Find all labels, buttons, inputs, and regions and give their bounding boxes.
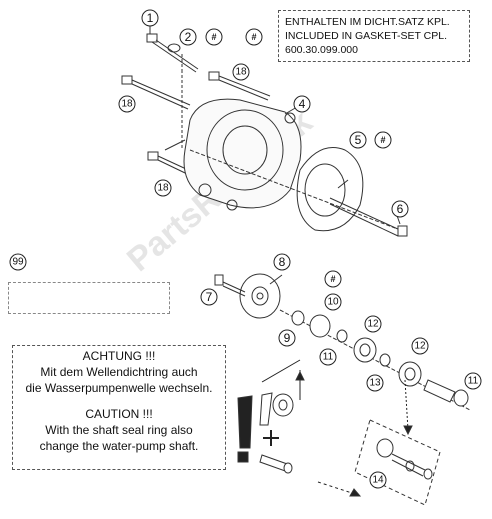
callout-18-bottom: 18 xyxy=(157,183,169,194)
callout-5-hash: # xyxy=(380,135,385,145)
callout-10: 10 xyxy=(327,297,339,308)
callout-5: 5 xyxy=(355,133,362,147)
seal-illustration xyxy=(237,392,294,474)
screw-part-1 xyxy=(146,33,199,73)
pump-cover-part-4 xyxy=(164,98,302,211)
gasket-part-5 xyxy=(296,147,364,232)
callout-11-a: 11 xyxy=(323,352,334,363)
screw-part-6 xyxy=(189,149,408,237)
callout-4: 4 xyxy=(299,97,306,111)
spacer-part-13 xyxy=(379,353,391,367)
ring-part-11b xyxy=(453,389,469,407)
callout-12-a: 12 xyxy=(367,319,379,330)
callout-13: 13 xyxy=(369,378,381,389)
callout-18-left: 18 xyxy=(121,99,133,110)
shaft-part xyxy=(423,379,456,403)
caution-de-line-1: Mit dem Wellendichtring auch xyxy=(40,365,198,379)
callout-1-circle xyxy=(141,9,159,27)
shaft-part-14-box xyxy=(354,419,441,506)
washer-part-9 xyxy=(291,310,305,326)
gasket-note-part-number: 600.30.099.000 xyxy=(285,44,358,56)
bearing-part-12b xyxy=(398,361,422,387)
impeller-part-8 xyxy=(239,273,281,319)
caution-en-title: CAUTION !!! xyxy=(85,407,153,421)
caution-en-line-2: change the water-pump shaft. xyxy=(39,439,199,453)
callout-18-top: 18 xyxy=(235,67,247,78)
callout-2: 2 xyxy=(185,30,192,44)
gasket-note-line-1: ENTHALTEN IM DICHT.SATZ KPL. xyxy=(285,16,450,28)
caution-note: ACHTUNG !!! Mit dem Wellendichtring auch… xyxy=(12,345,226,470)
callout-note-hash: # xyxy=(251,32,256,42)
bolt-part-18-left xyxy=(121,75,191,110)
caution-en-line-1: With the shaft seal ring also xyxy=(45,423,193,437)
gasket-note-line-2: INCLUDED IN GASKET-SET CPL. xyxy=(285,30,448,42)
callout-2-hash: # xyxy=(211,32,216,42)
callout-6: 6 xyxy=(397,202,404,216)
callout-12-b: 12 xyxy=(414,341,426,352)
bolt-part-18-top xyxy=(208,71,271,101)
callout-10-hash: # xyxy=(330,274,335,284)
callout-9: 9 xyxy=(284,331,291,345)
seal-part-10 xyxy=(309,314,331,338)
caution-de-line-2: die Wasserpumpenwelle wechseln. xyxy=(25,381,213,395)
caution-de-title: ACHTUNG !!! xyxy=(82,349,156,363)
callout-11-b: 11 xyxy=(468,376,479,387)
kit-contents-box xyxy=(8,282,170,314)
shaft-assembly xyxy=(279,309,471,411)
callout-8: 8 xyxy=(279,255,286,269)
bearing-part-12 xyxy=(353,337,377,363)
callout-7: 7 xyxy=(206,290,213,304)
callout-1: 1 xyxy=(147,11,154,25)
ring-part-11 xyxy=(336,329,348,343)
callout-99: 99 xyxy=(12,257,24,268)
washer-part-2 xyxy=(167,43,181,53)
callout-14: 14 xyxy=(372,475,384,486)
gasket-set-note: ENTHALTEN IM DICHT.SATZ KPL. INCLUDED IN… xyxy=(278,10,470,62)
stud-part-7 xyxy=(214,274,246,297)
